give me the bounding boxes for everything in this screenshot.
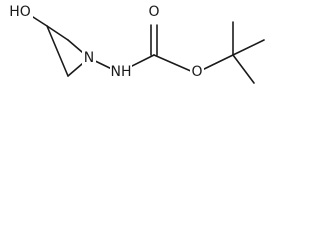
carbonyl-oxygen-label-bg — [147, 4, 161, 20]
structure-diagram: HO N NH O O — [8, 3, 265, 84]
hydroxyl-label-bg — [8, 3, 33, 21]
ester-oxygen-label: O — [191, 64, 202, 80]
ring-nitrogen-label: N — [84, 50, 94, 66]
ring-nitrogen-label-bg — [82, 50, 96, 66]
amine-label: NH — [111, 64, 132, 80]
bond-c3-oh — [32, 16, 48, 27]
bond-tbu-methyl-right — [232, 39, 265, 56]
amine-label-bg — [110, 64, 132, 80]
hydroxyl-label: HO — [9, 4, 31, 20]
bond-carbonyl-ester-o — [153, 54, 194, 73]
bond-ester-o-tbu — [199, 54, 234, 72]
carbonyl-oxygen-label: O — [148, 4, 159, 20]
bond-c3-c2 — [46, 25, 69, 41]
bond-tbu-methyl-down — [232, 54, 255, 84]
bond-c4-c3 — [46, 25, 69, 77]
ester-oxygen-label-bg — [190, 64, 204, 80]
